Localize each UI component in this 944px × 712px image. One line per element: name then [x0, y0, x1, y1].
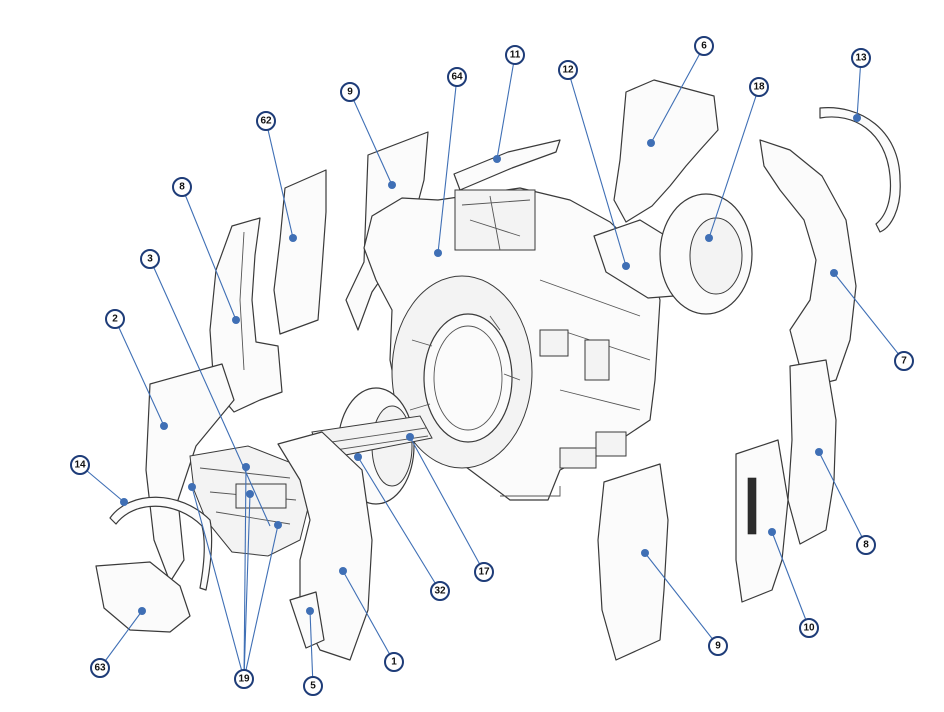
callout-8-right: 8 [856, 535, 876, 555]
svg-text:62: 62 [260, 116, 272, 127]
callout-17: 17 [474, 562, 494, 582]
callout-18: 18 [749, 77, 769, 97]
svg-text:9: 9 [347, 87, 353, 98]
part-cover-8-left [209, 217, 283, 413]
svg-text:8: 8 [863, 540, 869, 551]
callout-3: 3 [140, 249, 160, 269]
callout-63: 63 [90, 658, 110, 678]
callout-7: 7 [894, 351, 914, 371]
callout-2: 2 [105, 309, 125, 329]
part-bolt-19 [235, 483, 287, 509]
part-shroud-7 [759, 139, 857, 387]
callout-9-bottom: 9 [708, 636, 728, 656]
callout-32: 32 [430, 581, 450, 601]
callout-11: 11 [505, 45, 525, 65]
svg-text:8: 8 [179, 182, 185, 193]
callout-64: 64 [447, 67, 467, 87]
part-gantry-housing-64 [363, 187, 661, 501]
part-shield-63 [95, 561, 191, 633]
svg-text:14: 14 [74, 460, 86, 471]
part-shroud-6 [613, 79, 719, 223]
part-bracket-11 [453, 139, 561, 191]
part-bracket-5 [289, 591, 325, 649]
svg-text:17: 17 [478, 567, 490, 578]
callout-10: 10 [799, 618, 819, 638]
svg-text:64: 64 [451, 72, 463, 83]
part-rear-ring-18 [659, 193, 753, 315]
svg-text:2: 2 [112, 314, 118, 325]
part-arc-14 [109, 496, 213, 591]
svg-text:5: 5 [310, 681, 316, 692]
svg-text:18: 18 [753, 82, 765, 93]
svg-text:6: 6 [701, 41, 707, 52]
svg-text:11: 11 [510, 50, 521, 61]
svg-text:12: 12 [562, 65, 574, 76]
callout-9-top: 9 [340, 82, 360, 102]
callout-12: 12 [558, 60, 578, 80]
callout-62: 62 [256, 111, 276, 131]
svg-text:32: 32 [434, 586, 446, 597]
svg-text:7: 7 [901, 356, 907, 367]
svg-text:13: 13 [855, 53, 867, 64]
part-cover-62 [273, 169, 327, 335]
svg-text:3: 3 [147, 254, 153, 265]
part-cover-8-right [787, 359, 837, 545]
callout-6: 6 [694, 36, 714, 56]
svg-text:9: 9 [715, 641, 721, 652]
svg-text:10: 10 [803, 623, 815, 634]
callout-14: 14 [70, 455, 90, 475]
callout-5: 5 [303, 676, 323, 696]
part-door-10 [735, 439, 789, 603]
callout-1: 1 [384, 652, 404, 672]
part-cover-9-bottom [597, 463, 669, 661]
callout-13: 13 [851, 48, 871, 68]
leader-lines [79, 45, 905, 687]
callout-19: 19 [234, 669, 254, 689]
part-ring-13 [819, 107, 901, 233]
callout-8-left: 8 [172, 177, 192, 197]
svg-text:63: 63 [94, 663, 106, 674]
svg-text:1: 1 [391, 657, 397, 668]
svg-text:19: 19 [238, 674, 250, 685]
part-cover-1 [277, 431, 373, 661]
